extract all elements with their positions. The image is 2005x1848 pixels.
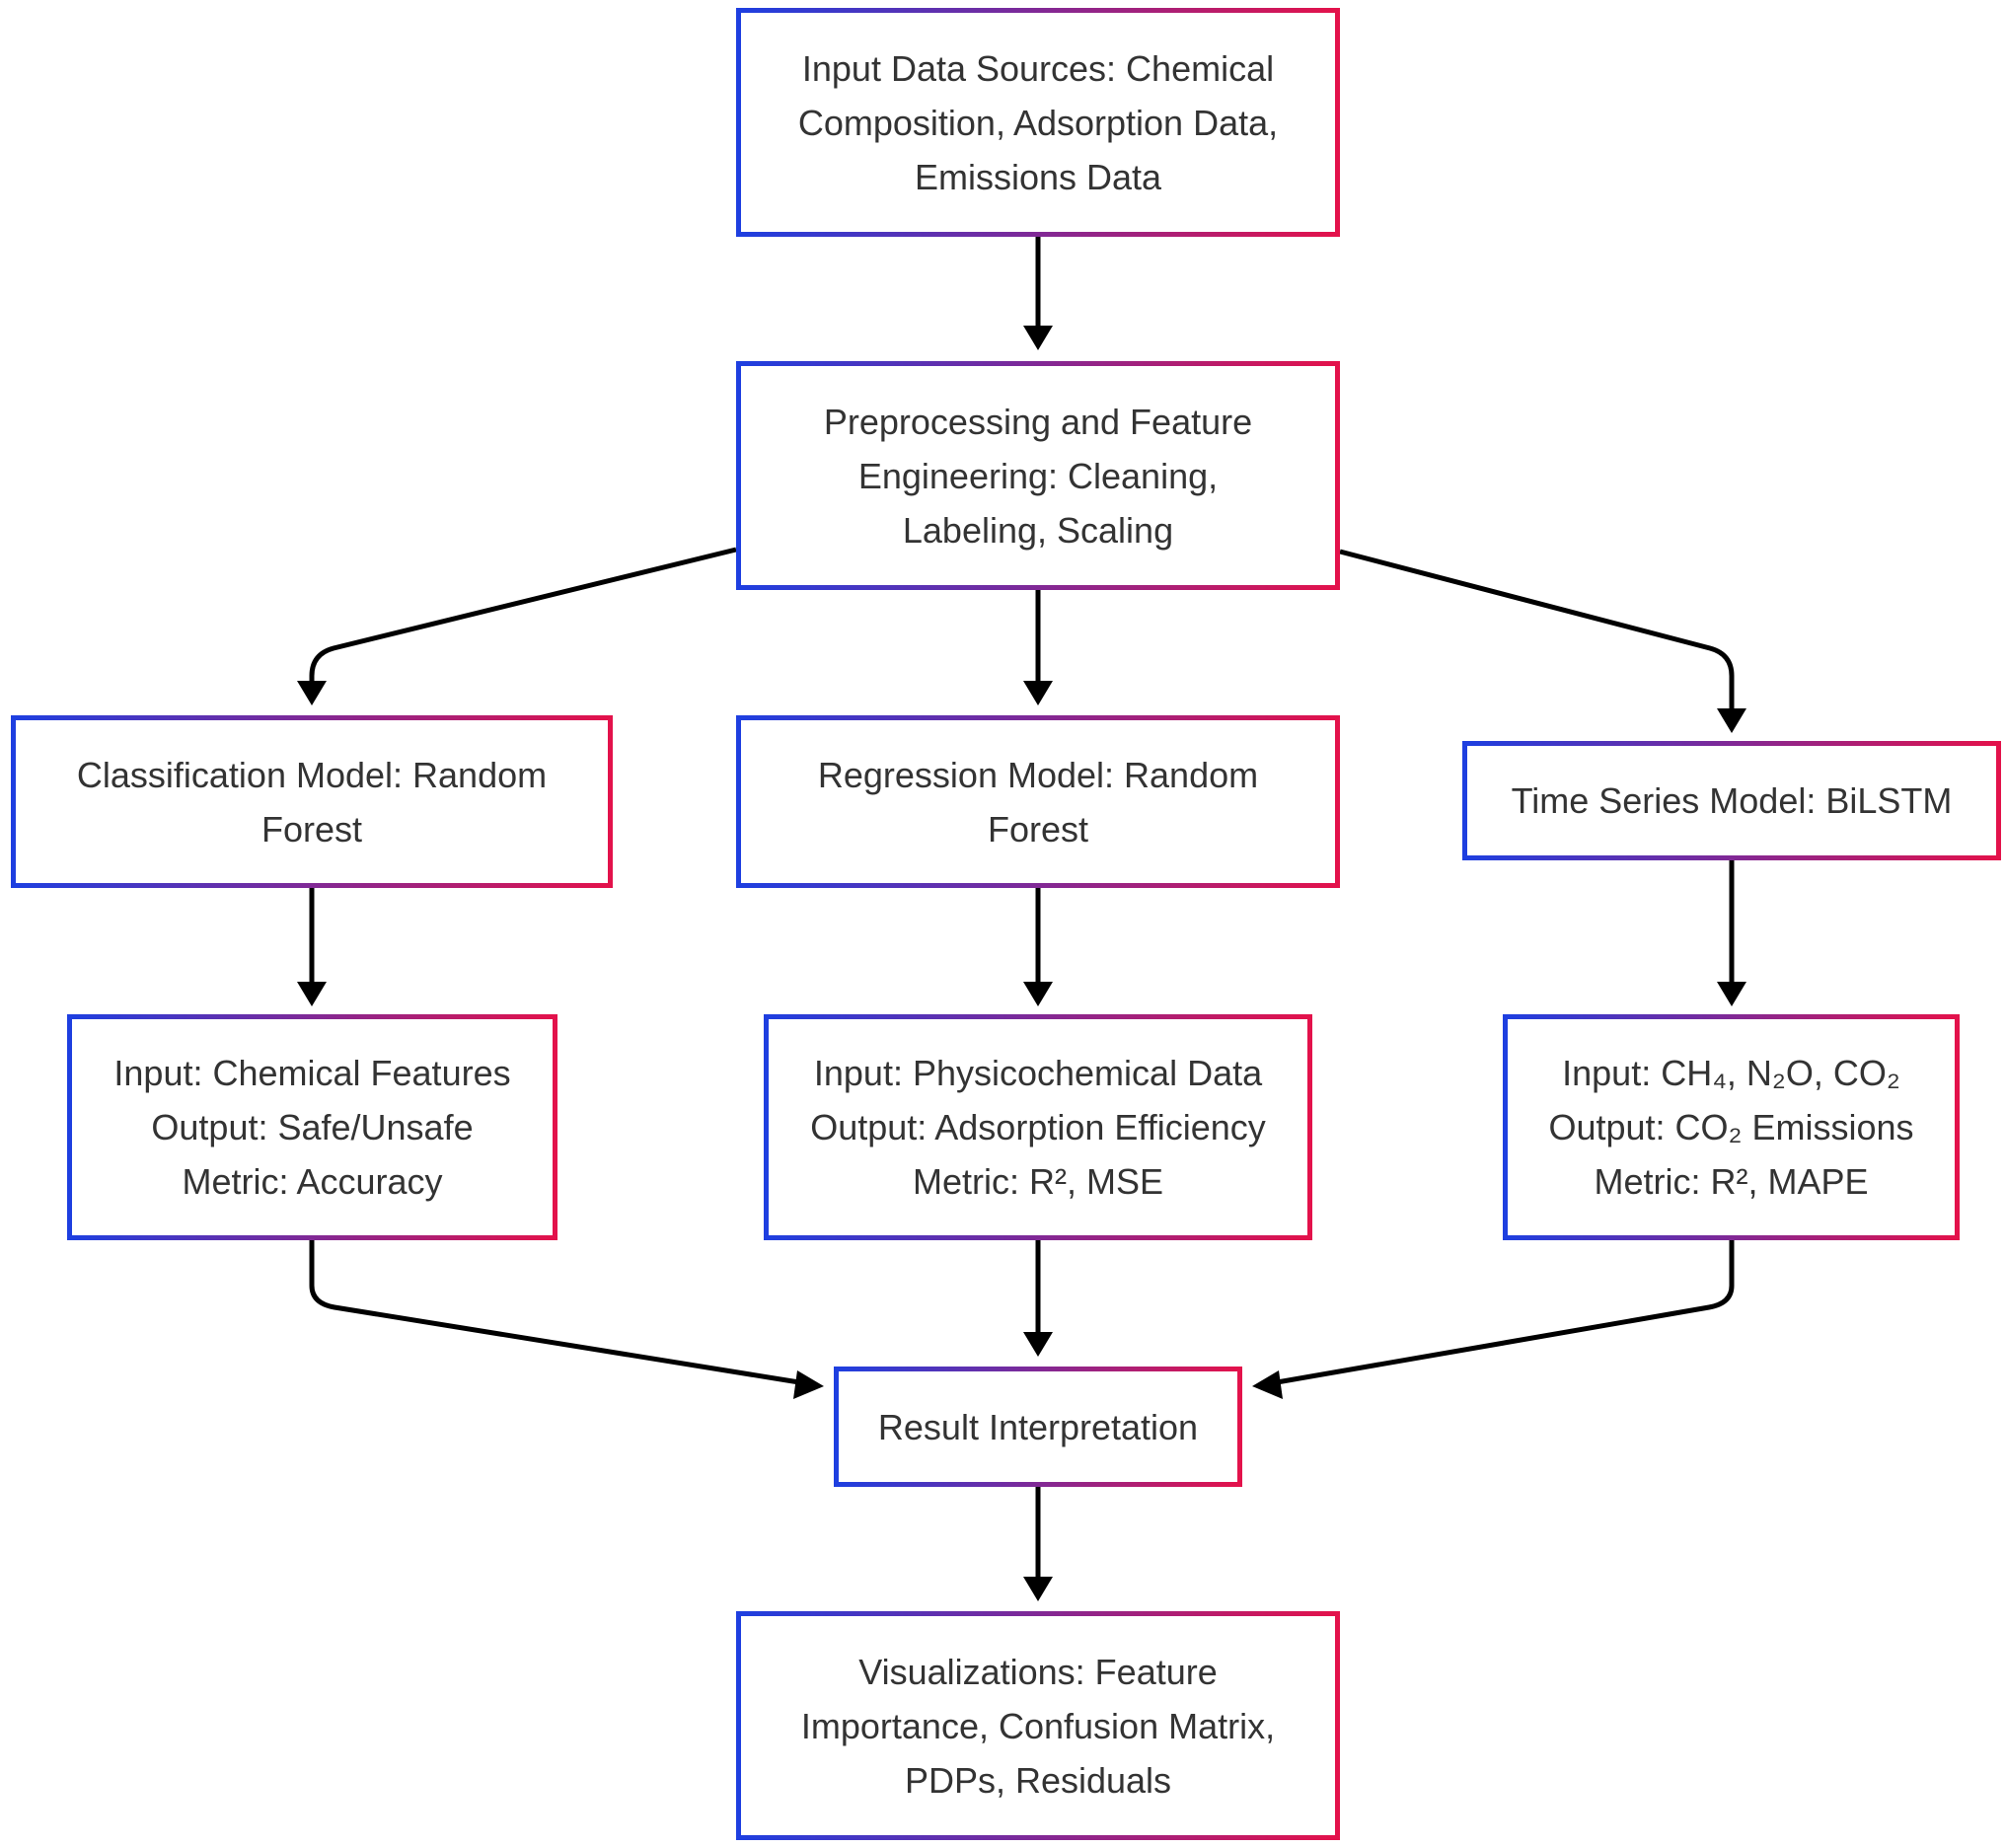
node-classification-details-line-1: Input: Chemical Features: [113, 1053, 511, 1093]
node-visualizations: Visualizations: Feature Importance, Conf…: [736, 1611, 1340, 1840]
edge-preprocessing-to-time-series-arrowhead: [1717, 708, 1746, 733]
node-preprocessing-line-1: Preprocessing and Feature: [823, 401, 1253, 442]
node-input-data-sources-line-2: Composition, Adsorption Data,: [797, 102, 1279, 143]
node-regression-details-line-1: Input: Physicochemical Data: [813, 1053, 1263, 1093]
edge-classification-details-to-result-arrowhead: [793, 1370, 824, 1399]
node-time-series-model: Time Series Model: BiLSTM: [1462, 741, 2001, 860]
node-time-series-details-line-3: Metric: R², MAPE: [1594, 1161, 1869, 1202]
node-regression-model: Regression Model: Random Forest: [736, 715, 1340, 888]
node-visualizations-line-3: PDPs, Residuals: [904, 1759, 1172, 1801]
node-classification-details-line-2: Output: Safe/Unsafe: [151, 1107, 474, 1147]
node-regression-details-line-3: Metric: R², MSE: [912, 1161, 1163, 1202]
node-time-series-model-line-1: Time Series Model: BiLSTM: [1511, 780, 1953, 821]
node-preprocessing-line-2: Engineering: Cleaning,: [857, 455, 1219, 496]
edge-time-series-to-details-arrowhead: [1717, 982, 1746, 1006]
node-classification-model-line-1: Classification Model: Random: [76, 754, 548, 795]
edge-time-series-details-to-result-arrowhead: [1252, 1370, 1283, 1399]
node-result-interpretation-line-1: Result Interpretation: [877, 1406, 1199, 1447]
edge-regression-details-to-result-arrowhead: [1023, 1332, 1053, 1357]
node-classification-model: Classification Model: Random Forest: [11, 715, 613, 888]
node-time-series-details: Input: CH₄, N₂O, CO₂ Output: CO₂ Emissio…: [1503, 1014, 1960, 1240]
node-regression-details-line-2: Output: Adsorption Efficiency: [810, 1107, 1266, 1147]
edge-regression-to-details-arrowhead: [1023, 982, 1053, 1006]
node-preprocessing-line-3: Labeling, Scaling: [902, 509, 1174, 551]
edge-time-series-details-to-result: [1276, 1240, 1735, 1385]
node-input-data-sources-line-3: Emissions Data: [914, 156, 1162, 197]
edge-input-to-preprocessing-arrowhead: [1023, 326, 1053, 350]
edge-preprocessing-to-classification: [309, 547, 737, 681]
node-regression-model-line-1: Regression Model: Random: [817, 754, 1259, 795]
edge-result-to-visualizations-arrowhead: [1023, 1577, 1053, 1601]
edge-classification-details-to-result: [309, 1240, 800, 1385]
node-visualizations-line-1: Visualizations: Feature: [858, 1651, 1218, 1692]
node-regression-model-line-2: Forest: [987, 808, 1089, 850]
node-result-interpretation: Result Interpretation: [834, 1367, 1242, 1487]
node-visualizations-line-2: Importance, Confusion Matrix,: [800, 1705, 1276, 1746]
edge-preprocessing-to-time-series: [1339, 549, 1735, 708]
node-classification-model-line-2: Forest: [260, 808, 363, 850]
node-input-data-sources-line-1: Input Data Sources: Chemical: [801, 47, 1275, 89]
node-time-series-details-line-2: Output: CO₂ Emissions: [1548, 1107, 1914, 1147]
node-classification-details-line-3: Metric: Accuracy: [182, 1161, 443, 1202]
node-regression-details: Input: Physicochemical Data Output: Adso…: [764, 1014, 1312, 1240]
edge-preprocessing-to-regression-arrowhead: [1023, 681, 1053, 705]
node-classification-details: Input: Chemical Features Output: Safe/Un…: [67, 1014, 557, 1240]
node-preprocessing: Preprocessing and Feature Engineering: C…: [736, 361, 1340, 590]
node-input-data-sources: Input Data Sources: Chemical Composition…: [736, 8, 1340, 237]
edge-classification-to-details-arrowhead: [297, 982, 327, 1006]
node-time-series-details-line-1: Input: CH₄, N₂O, CO₂: [1562, 1053, 1900, 1093]
edge-preprocessing-to-classification-arrowhead: [297, 681, 327, 705]
